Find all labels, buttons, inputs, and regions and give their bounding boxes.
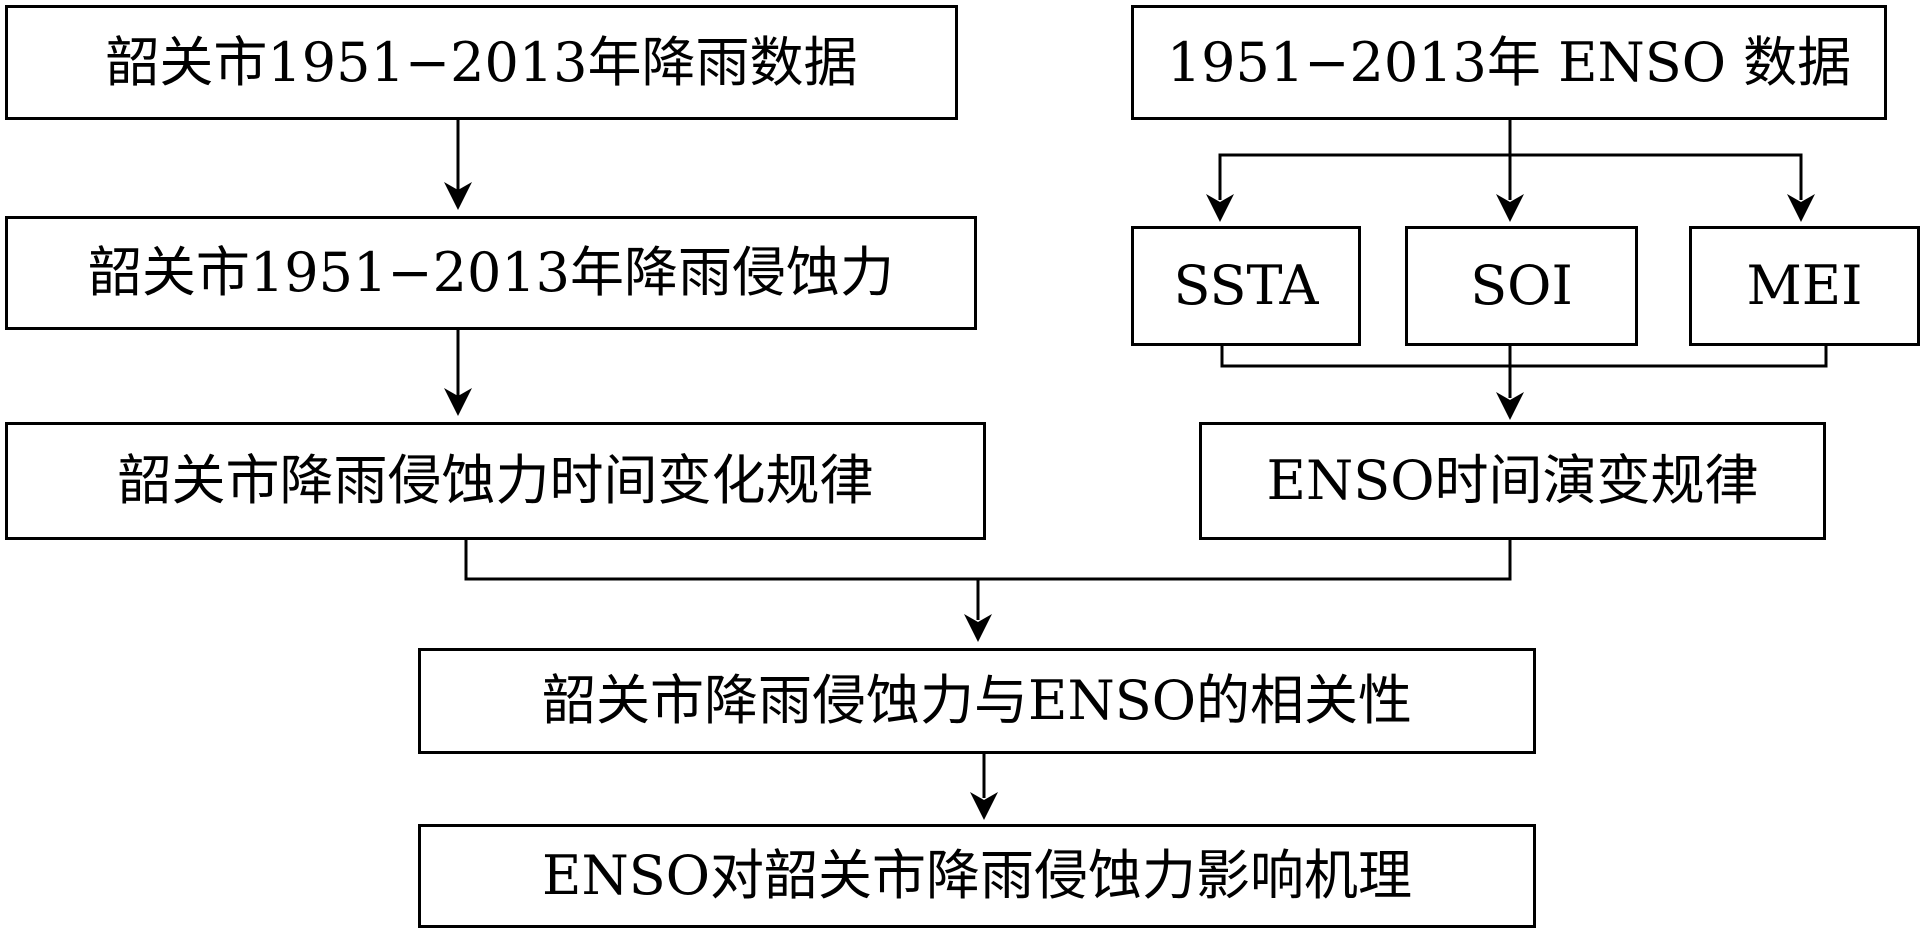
node-rain-data-label: 韶关市1951−2013年降雨数据: [105, 30, 858, 94]
node-correlation-label: 韶关市降雨侵蚀力与ENSO的相关性: [542, 669, 1412, 732]
node-mechanism: ENSO对韶关市降雨侵蚀力影响机理: [418, 824, 1536, 928]
node-mei-label: MEI: [1746, 254, 1863, 317]
node-soi: SOI: [1405, 226, 1638, 346]
node-enso-trend-label: ENSO时间演变规律: [1266, 449, 1759, 512]
arrowhead-icon: [444, 182, 472, 210]
node-erosivity-label: 韶关市1951−2013年降雨侵蚀力: [87, 241, 895, 304]
node-soi-label: SOI: [1470, 254, 1573, 317]
edge-trends-merge-bar: [464, 538, 1512, 581]
node-rain-data: 韶关市1951−2013年降雨数据: [5, 5, 958, 120]
node-erosivity-trend: 韶关市降雨侵蚀力时间变化规律: [5, 422, 986, 540]
node-enso-trend: ENSO时间演变规律: [1199, 422, 1826, 540]
edge-enso-fanout-bar: [1218, 153, 1803, 200]
node-enso-data-label: 1951−2013年 ENSO 数据: [1166, 30, 1852, 94]
arrowhead-icon: [1206, 194, 1234, 222]
arrowhead-icon: [964, 614, 992, 642]
node-mei: MEI: [1689, 226, 1920, 346]
arrowhead-icon: [1496, 194, 1524, 222]
edge-indices-merge-bar: [1220, 344, 1828, 368]
node-correlation: 韶关市降雨侵蚀力与ENSO的相关性: [418, 648, 1536, 754]
node-ssta: SSTA: [1131, 226, 1361, 346]
node-mechanism-label: ENSO对韶关市降雨侵蚀力影响机理: [542, 844, 1412, 907]
arrowhead-icon: [444, 388, 472, 416]
node-enso-data: 1951−2013年 ENSO 数据: [1131, 5, 1887, 120]
arrowhead-icon: [1787, 194, 1815, 222]
arrowhead-icon: [970, 792, 998, 820]
node-erosivity: 韶关市1951−2013年降雨侵蚀力: [5, 216, 977, 330]
node-ssta-label: SSTA: [1173, 254, 1319, 317]
arrowhead-icon: [1496, 392, 1524, 420]
node-erosivity-trend-label: 韶关市降雨侵蚀力时间变化规律: [117, 449, 874, 512]
